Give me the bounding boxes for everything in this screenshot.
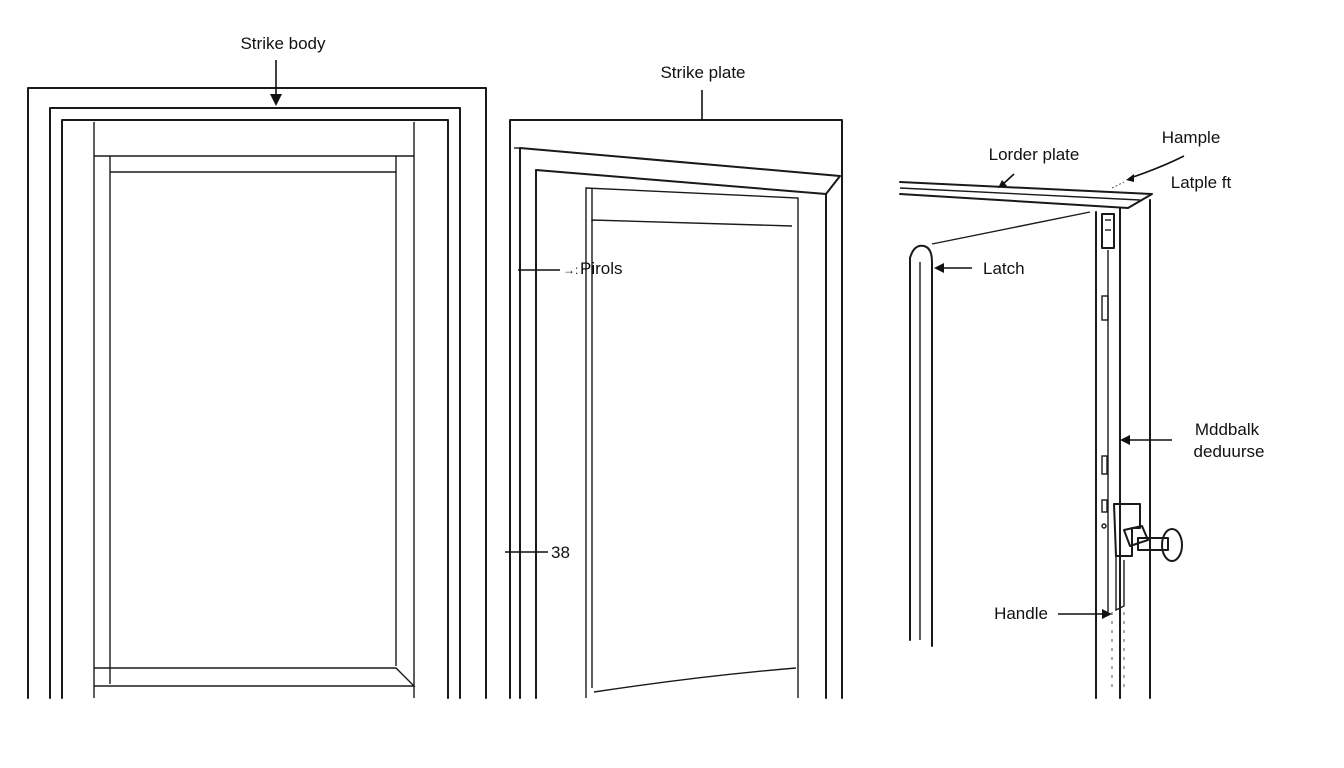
hample-pointer xyxy=(1129,155,1185,179)
strike-body-arrowhead xyxy=(270,94,282,106)
hample-callout: Hample xyxy=(1111,128,1221,189)
right-open-door xyxy=(899,181,1183,699)
faceplate-slot-1 xyxy=(1101,295,1109,321)
loader-plate-label: Lorder plate xyxy=(989,145,1080,164)
dimension-callout: 38 xyxy=(505,543,570,562)
handle-spindle xyxy=(1115,556,1125,612)
handle-shank xyxy=(1137,537,1169,551)
middle-back-label-line1: Mddbalk xyxy=(1195,420,1260,439)
pivots-label: Pirols xyxy=(580,259,623,278)
middle-back-label-line2: deduurse xyxy=(1194,442,1265,461)
strike-body-label: Strike body xyxy=(240,34,326,53)
middle-door-perspective xyxy=(509,119,843,699)
middle-outer-frame xyxy=(509,119,843,699)
bottom-rail xyxy=(94,667,416,687)
door-edge xyxy=(61,119,449,699)
faceplate-slot-3 xyxy=(1101,499,1108,513)
header-mid-line xyxy=(899,187,1141,201)
middle-back-arrowhead xyxy=(1120,435,1130,445)
handle-arrowhead xyxy=(1102,609,1112,619)
middle-back-callout: Mddbalk deduurse xyxy=(1120,420,1264,461)
left-door-front-view xyxy=(27,87,487,699)
handle-knob xyxy=(1161,528,1183,562)
loader-plate-callout: Lorder plate xyxy=(989,145,1080,188)
strike-body-callout: Strike body xyxy=(240,34,326,106)
door-leaf-edge xyxy=(909,244,933,647)
faceplate-slot-2 xyxy=(1101,455,1108,475)
middle-panel-inner xyxy=(591,219,793,688)
pivots-prefix: →: xyxy=(563,263,578,277)
middle-panel-bottom-curve xyxy=(593,667,797,693)
door-top-edge xyxy=(931,211,1091,245)
middle-top-bevel xyxy=(519,147,841,699)
header-top xyxy=(899,181,1153,209)
pivots-callout: →: Pirols xyxy=(518,259,623,278)
outer-frame xyxy=(27,87,487,699)
dimension-label: 38 xyxy=(551,543,570,562)
upper-hardware xyxy=(1101,213,1115,249)
middle-panel-outer xyxy=(585,187,799,698)
frame-inner-edge xyxy=(49,107,461,699)
latch-arrowhead xyxy=(934,263,944,273)
strike-plate-callout: Strike plate xyxy=(660,63,746,120)
handle-rose xyxy=(1123,525,1149,547)
faceplate-screw xyxy=(1101,523,1107,529)
strike-plate-label: Strike plate xyxy=(660,63,745,82)
latch-plate-label: Latple ft xyxy=(1171,173,1232,192)
latch-callout: Latch xyxy=(934,259,1025,278)
latch-label: Latch xyxy=(983,259,1025,278)
hample-arrowhead xyxy=(1126,174,1134,182)
handle-callout: Handle xyxy=(994,604,1112,623)
hample-label: Hample xyxy=(1162,128,1221,147)
hample-dash xyxy=(1111,181,1125,189)
handle-label: Handle xyxy=(994,604,1048,623)
loader-plate-arrowhead xyxy=(998,180,1007,188)
